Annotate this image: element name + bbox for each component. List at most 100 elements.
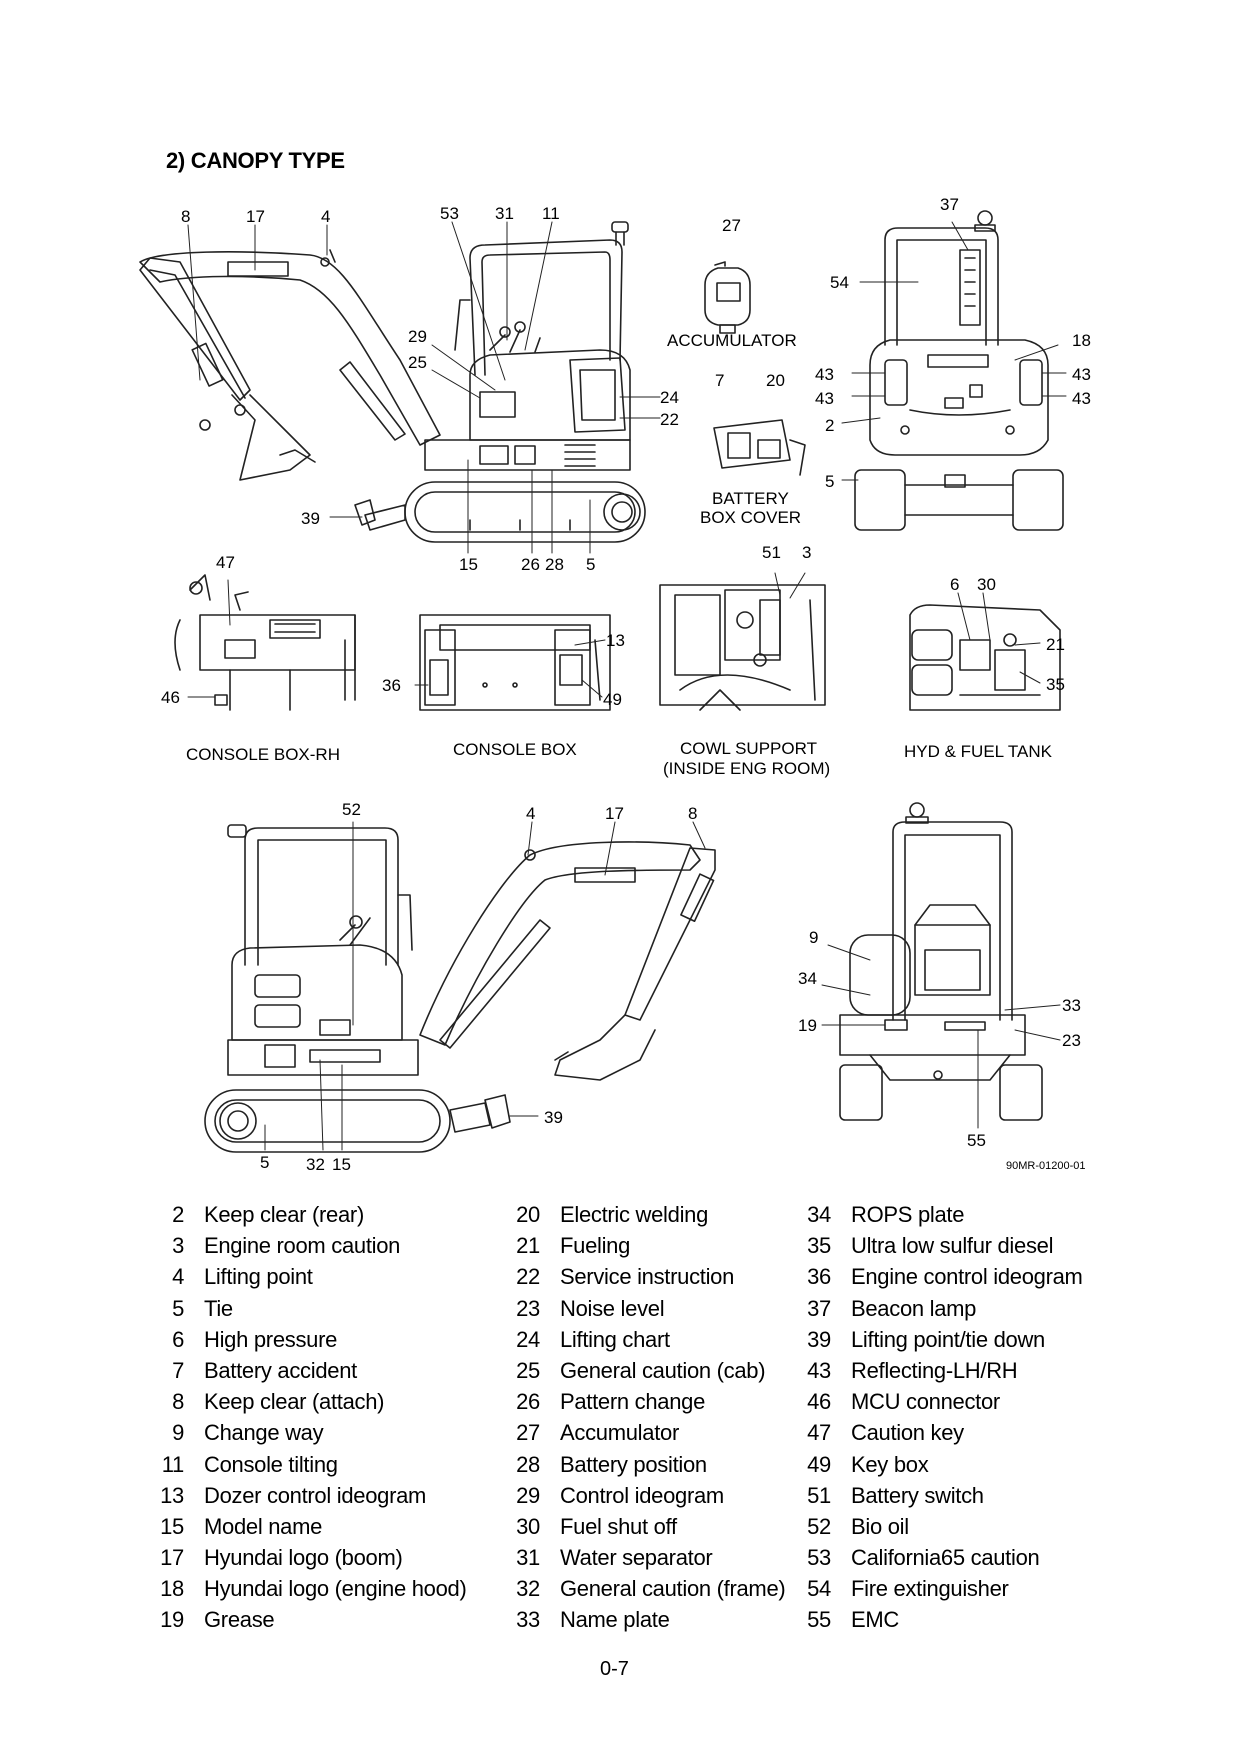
callout-3: 3 — [802, 543, 812, 562]
callout-53: 53 — [440, 204, 459, 223]
legend-number: 39 — [807, 1326, 831, 1352]
callout-4: 4 — [321, 207, 331, 226]
callout-39: 39 — [544, 1108, 563, 1127]
accumulator-drawing — [704, 261, 751, 334]
caption-console-box-rh: CONSOLE BOX-RH — [186, 745, 340, 764]
legend-number: 8 — [172, 1389, 184, 1415]
legend-label: Console tilting — [204, 1451, 338, 1477]
legend-number: 32 — [516, 1576, 540, 1602]
legend-number: 54 — [807, 1576, 831, 1602]
caption-battery: BATTERY — [712, 489, 789, 508]
callout-29: 29 — [408, 327, 427, 346]
callout-51: 51 — [762, 543, 781, 562]
legend-label: Tie — [204, 1295, 233, 1321]
callout-47: 47 — [216, 553, 235, 572]
legend-number: 47 — [807, 1420, 831, 1446]
legend-label: EMC — [851, 1607, 899, 1633]
legend-number: 4 — [172, 1264, 184, 1290]
legend-label: High pressure — [204, 1326, 338, 1352]
legend-number: 15 — [160, 1513, 184, 1539]
legend-number: 53 — [807, 1545, 831, 1571]
console-box-drawing — [419, 614, 611, 711]
legend-number: 52 — [807, 1513, 831, 1539]
legend-number: 21 — [516, 1233, 540, 1259]
page-title: 2) CANOPY TYPE — [166, 148, 345, 173]
callout-30: 30 — [977, 575, 996, 594]
legend-label: Hyundai logo (boom) — [204, 1545, 403, 1571]
legend-label: Lifting point — [204, 1264, 313, 1290]
callout-49: 49 — [603, 690, 622, 709]
callout-32: 32 — [306, 1155, 325, 1174]
cowl-support-drawing — [659, 584, 826, 711]
callout-6: 6 — [950, 575, 960, 594]
legend-number: 28 — [516, 1451, 540, 1477]
legend-number: 5 — [172, 1295, 184, 1321]
legend-label: California65 caution — [851, 1545, 1040, 1571]
legend-label: Service instruction — [560, 1264, 735, 1290]
legend-number: 17 — [160, 1545, 184, 1571]
legend-number: 27 — [516, 1420, 540, 1446]
legend-label: Accumulator — [560, 1420, 679, 1446]
callout-13: 13 — [606, 631, 625, 650]
legend-label: Battery position — [560, 1451, 707, 1477]
hyd-fuel-tank-drawing — [909, 604, 1061, 711]
legend-number: 6 — [172, 1326, 184, 1352]
legend-number: 34 — [807, 1202, 831, 1227]
legend-number: 49 — [807, 1451, 831, 1477]
legend-label: Lifting chart — [560, 1326, 670, 1352]
callout-2: 2 — [825, 416, 835, 435]
callout-9: 9 — [809, 928, 819, 947]
legend-number: 46 — [807, 1389, 831, 1415]
callout-17: 17 — [605, 804, 624, 823]
callout-24: 24 — [660, 388, 679, 407]
legend-number: 2 — [172, 1202, 184, 1227]
callout-5: 5 — [260, 1153, 270, 1172]
battery-box-cover-drawing — [713, 419, 806, 476]
legend-number: 36 — [807, 1264, 831, 1290]
callout-36: 36 — [382, 676, 401, 695]
legend-label: Fire extinguisher — [851, 1576, 1009, 1602]
callout-26: 26 — [521, 555, 540, 574]
callout-15: 15 — [332, 1155, 351, 1174]
legend-number: 3 — [172, 1233, 184, 1259]
legend-label: Model name — [204, 1513, 323, 1539]
callout-33: 33 — [1062, 996, 1081, 1015]
caption-cowl-support: COWL SUPPORT — [680, 739, 817, 758]
callout-5: 5 — [825, 472, 835, 491]
legend-label: Fueling — [560, 1233, 631, 1259]
excavator-side-view-left — [139, 221, 646, 543]
callout-43: 43 — [1072, 365, 1091, 384]
page-number: 0-7 — [600, 1658, 629, 1680]
excavator-front-view — [839, 802, 1043, 1121]
callout-8: 8 — [181, 207, 191, 226]
legend-number: 7 — [172, 1357, 184, 1383]
legend-label: Pattern change — [560, 1389, 706, 1415]
legend-number: 25 — [516, 1357, 540, 1383]
legend-label: Keep clear (attach) — [204, 1389, 385, 1415]
callout-25: 25 — [408, 353, 427, 372]
caption-accumulator: ACCUMULATOR — [667, 331, 797, 350]
callout-52: 52 — [342, 800, 361, 819]
legend-label: MCU connector — [851, 1389, 1000, 1415]
legend-number: 33 — [516, 1607, 540, 1633]
console-box-rh-drawing — [174, 574, 356, 711]
callout-20: 20 — [766, 371, 785, 390]
callout-21: 21 — [1046, 635, 1065, 654]
legend-label: Key box — [851, 1451, 929, 1477]
legend-number: 51 — [807, 1482, 831, 1508]
legend-number: 37 — [807, 1295, 831, 1321]
legend-number: 22 — [516, 1264, 540, 1290]
legend-number: 30 — [516, 1513, 540, 1539]
callout-18: 18 — [1072, 331, 1091, 350]
legend-label: Engine control ideogram — [851, 1264, 1083, 1290]
callout-5: 5 — [586, 555, 596, 574]
callout-27: 27 — [722, 216, 741, 235]
legend-label: Name plate — [560, 1607, 670, 1633]
legend-number: 29 — [516, 1482, 540, 1508]
legend-label: Lifting point/tie down — [851, 1326, 1045, 1352]
legend-label: Keep clear (rear) — [204, 1202, 364, 1227]
callout-43: 43 — [815, 365, 834, 384]
legend-label: Reflecting-LH/RH — [851, 1357, 1018, 1383]
legend-number: 26 — [516, 1389, 540, 1415]
